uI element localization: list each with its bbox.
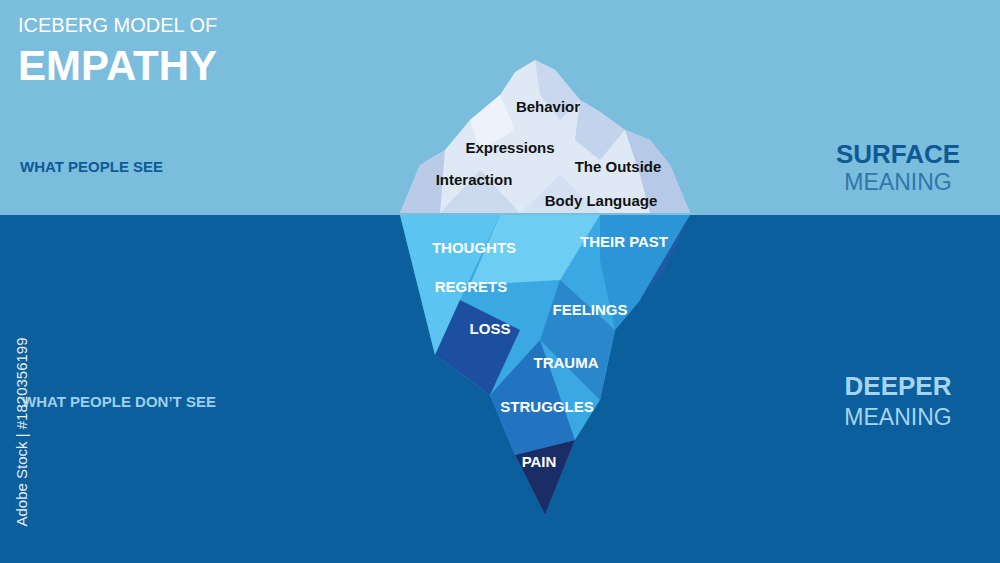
iceberg-word: PAIN: [522, 454, 557, 471]
iceberg-word: REGRETS: [435, 279, 508, 296]
iceberg-word: STRUGGLES: [500, 399, 593, 416]
surface-heading: SURFACE: [836, 140, 960, 169]
iceberg-top: [400, 60, 690, 213]
iceberg-word: LOSS: [470, 321, 511, 338]
iceberg-word: TRAUMA: [534, 355, 599, 372]
watermark: Adobe Stock | #1820356199: [14, 337, 31, 526]
iceberg-word: The Outside: [575, 159, 662, 176]
iceberg-word: Body Language: [545, 193, 658, 210]
iceberg-word: Expressions: [465, 140, 554, 157]
sky-band: [0, 0, 1000, 215]
iceberg-word: THOUGHTS: [432, 240, 516, 257]
side-label: WHAT PEOPLE SEE: [20, 159, 163, 176]
diagram-title: EMPATHY: [18, 43, 217, 89]
iceberg-word: THEIR PAST: [580, 234, 668, 251]
iceberg-word: FEELINGS: [552, 302, 627, 319]
water-band: [0, 215, 1000, 563]
iceberg-word: Behavior: [516, 99, 580, 116]
deeper-subheading: MEANING: [844, 405, 951, 430]
side-label: WHAT PEOPLE DON’T SEE: [22, 394, 216, 411]
surface-subheading: MEANING: [844, 170, 951, 195]
iceberg-word: Interaction: [436, 172, 513, 189]
iceberg-bottom: [400, 215, 690, 515]
deeper-heading: DEEPER: [845, 372, 952, 401]
title-prefix: ICEBERG MODEL OF: [18, 14, 217, 36]
